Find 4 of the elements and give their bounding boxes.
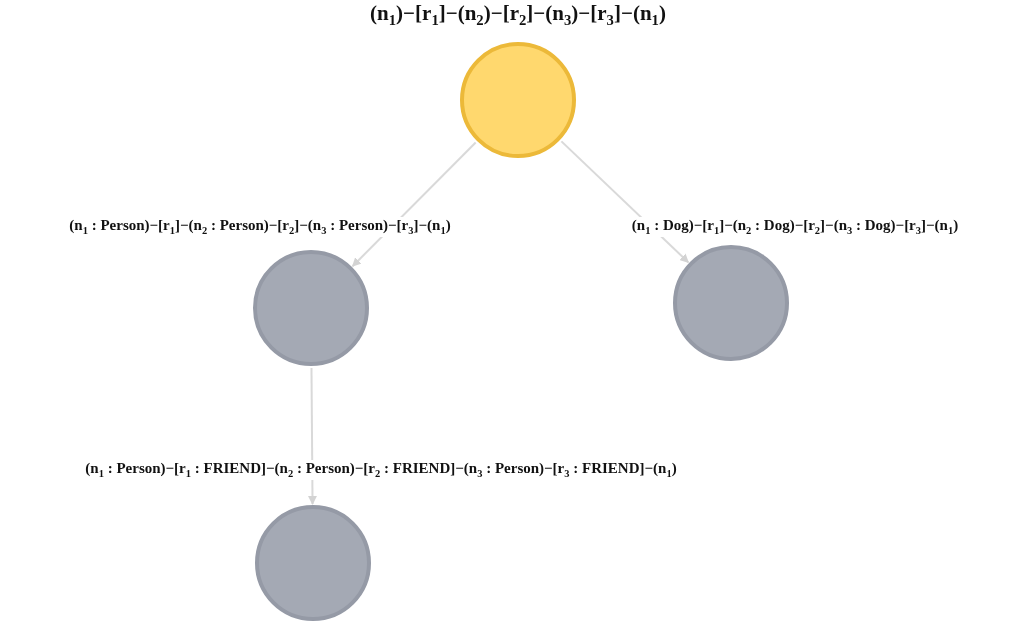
- node-label: (n$_{1}$ : Person)−[r$_{1}$]−(n$_{2}$ : Person)−[r$_{2}$]−(n$_{3}$ : Person)−[r$_{3}$]−(n$_{1}$): [69, 217, 451, 237]
- arrow: [307, 367, 317, 505]
- node-label: (n$_{1}$ : Dog)−[r$_{1}$]−(n$_{2}$ : Dog)−[r$_{2}$]−(n$_{3}$ : Dog)−[r$_{3}$]−(n$_{1}$): [631, 217, 959, 237]
- node-label: (n$_{1}$ : Person)−[r$_{1}$ : FRIEND]−(n$_{2}$ : Person)−[r$_{2}$ : FRIEND]−(n$_{3}$ : Person)−[r$_{3}$ : FRIEND]−(n$_{1}$): [85, 460, 677, 480]
